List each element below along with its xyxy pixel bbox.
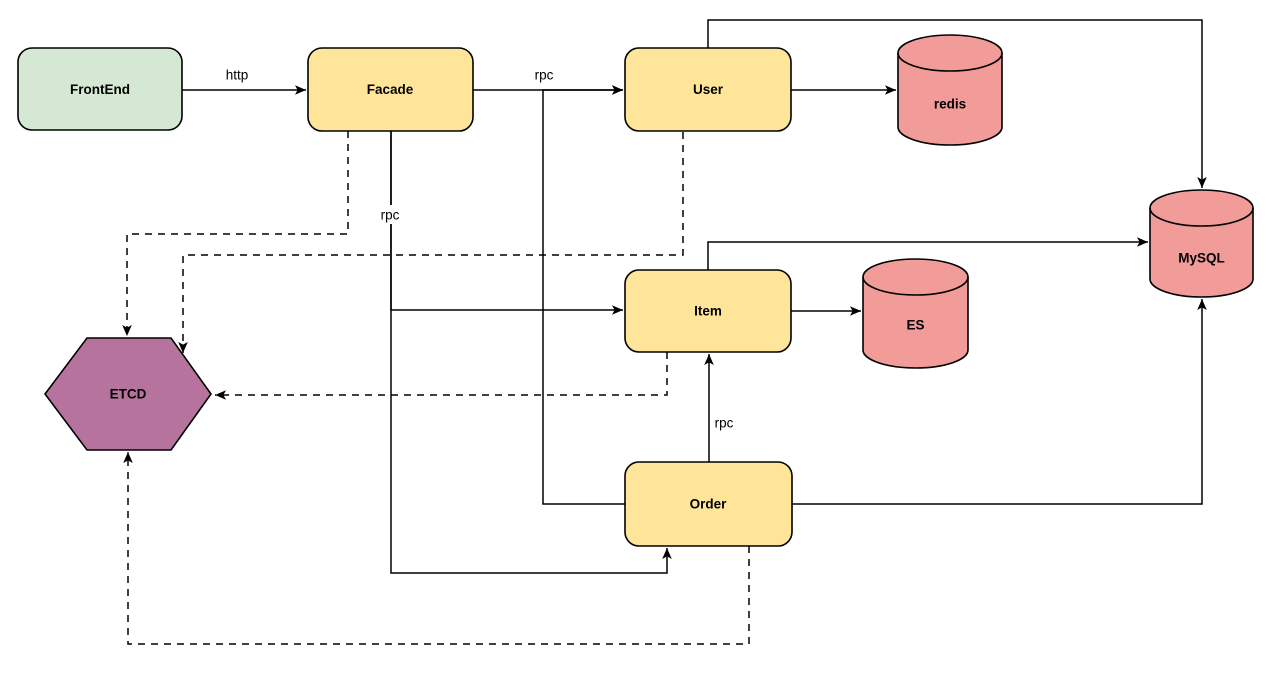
frontend-box xyxy=(17,47,183,131)
edge-label-http: http xyxy=(226,68,249,83)
item-box xyxy=(624,269,792,353)
frontend-node: FrontEnd xyxy=(17,47,183,131)
es-body xyxy=(862,258,969,369)
edge-order-mysql xyxy=(792,299,1207,505)
edge-label-rpc-facade-item: rpc xyxy=(381,208,400,223)
etcd-shape xyxy=(44,337,212,451)
etcd-hexagon: ETCD xyxy=(44,337,212,451)
edge-label-bg xyxy=(528,65,560,84)
edge-user-etcd xyxy=(178,132,684,353)
redis-cap-curve xyxy=(897,52,1003,72)
item-node: Item xyxy=(624,269,792,353)
es-label: ES xyxy=(906,318,924,333)
order-label: Order xyxy=(690,497,728,512)
es-cap-curve xyxy=(862,276,969,296)
facade-box xyxy=(307,47,474,132)
etcd-label: ETCD xyxy=(110,387,147,402)
mysql-label: MySQL xyxy=(1178,251,1225,266)
edge-facade-item xyxy=(390,131,623,315)
mysql-cylinder: MySQL xyxy=(1149,189,1254,298)
redis-label: redis xyxy=(934,97,966,112)
user-label: User xyxy=(693,82,724,97)
mysql-cap-curve xyxy=(1149,207,1254,227)
edge-label-rpc-facade-user: rpc xyxy=(535,68,554,83)
order-box xyxy=(624,461,793,547)
edge-item-etcd xyxy=(215,352,668,400)
order-node: Order xyxy=(624,461,793,547)
item-label: Item xyxy=(694,304,722,319)
mysql-body xyxy=(1149,189,1254,298)
edge-item-mysql xyxy=(707,237,1148,270)
edge-label-rpc-order-item: rpc xyxy=(715,416,734,431)
edge-order-user xyxy=(542,85,625,505)
redis-body xyxy=(897,34,1003,146)
user-node: User xyxy=(624,47,792,132)
edge-facade-order xyxy=(390,131,672,574)
edge-facade-etcd xyxy=(122,131,349,336)
redis-cylinder: redis xyxy=(897,34,1003,146)
frontend-label: FrontEnd xyxy=(70,82,130,97)
facade-node: Facade xyxy=(307,47,474,132)
edge-order-etcd xyxy=(123,452,750,645)
edge-label-bg xyxy=(219,65,255,84)
edge-user-mysql xyxy=(707,19,1207,188)
edge-label-bg xyxy=(711,413,739,432)
es-cylinder: ES xyxy=(862,258,969,369)
user-box xyxy=(624,47,792,132)
facade-label: Facade xyxy=(367,82,414,97)
edge-label-bg xyxy=(374,205,406,224)
